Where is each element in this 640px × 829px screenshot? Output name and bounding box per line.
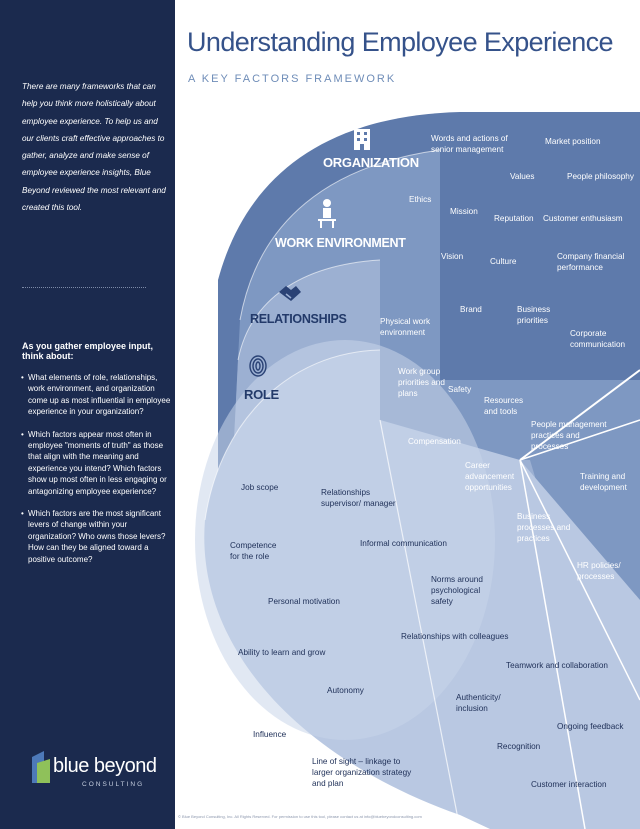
framework-diagram	[195, 112, 640, 829]
organization-factor: Reputation	[494, 214, 534, 223]
role-core	[195, 340, 495, 740]
desk-worker-icon	[318, 199, 336, 228]
organization-heading: ORGANIZATION	[323, 155, 419, 170]
question-item: Which factors are the most significant l…	[21, 508, 172, 565]
role-factor: Autonomy	[327, 686, 364, 695]
role-factor: Influence	[253, 730, 287, 739]
organization-factor: Mission	[450, 207, 478, 216]
organization-factor: Company financial performance	[557, 252, 625, 272]
work-environment-factor: HR policies/ processes	[577, 561, 621, 581]
page-subtitle: A KEY FACTORS FRAMEWORK	[188, 73, 397, 85]
organization-factor: Values	[510, 172, 535, 181]
role-factor: Job scope	[241, 483, 279, 492]
organization-factor: Ethics	[409, 195, 432, 204]
relationships-factor: Ongoing feedback	[557, 722, 624, 731]
page-title: Understanding Employee Experience	[187, 27, 614, 57]
organization-factor: Culture	[490, 257, 517, 266]
organization-factor: Vision	[441, 252, 464, 261]
work-environment-factor: Resources and tools	[484, 396, 524, 416]
organization-factor: People philosophy	[567, 172, 634, 181]
relationships-factor: Customer interaction	[531, 780, 607, 789]
logo-subtext: CONSULTING	[82, 781, 145, 788]
think-heading: As you gather employee input, think abou…	[22, 341, 154, 361]
relationships-factor: Relationships supervisor/ manager	[321, 488, 396, 508]
relationships-factor: Recognition	[497, 742, 541, 751]
question-list: What elements of role, relationships, wo…	[21, 372, 172, 576]
work-environment-factor: Business processes and practices	[517, 512, 571, 543]
logo-mark-icon	[32, 751, 50, 783]
work-environment-factor: Work group priorities and plans	[398, 367, 445, 398]
relationships-factor: Authenticity/ inclusion	[456, 693, 501, 713]
role-factor: Line of sight – linkage to larger organi…	[312, 757, 412, 788]
relationships-factor: Norms around psychological safety	[431, 575, 483, 606]
work-environment-heading: WORK ENVIRONMENT	[275, 236, 406, 250]
logo-text: blue beyond	[53, 755, 157, 777]
work-environment-factor: Safety	[448, 385, 472, 394]
relationships-factor: Teamwork and collaboration	[506, 661, 608, 670]
role-factor: Personal motivation	[268, 597, 340, 606]
work-environment-factor: Compensation	[408, 437, 461, 446]
logo: blue beyond CONSULTING	[30, 745, 170, 795]
organization-factor: Corporate communication	[570, 329, 626, 349]
building-icon	[354, 129, 370, 150]
organization-factor: Brand	[460, 305, 482, 314]
work-environment-factor: People management practices and processe…	[531, 420, 607, 451]
relationships-heading: RELATIONSHIPS	[250, 312, 347, 326]
relationships-factor: Relationships with colleagues	[401, 632, 509, 641]
work-environment-factor: Training and development	[580, 472, 627, 492]
divider	[22, 287, 146, 288]
organization-factor: Business priorities	[517, 305, 551, 325]
role-factor: Competence for the role	[230, 541, 277, 561]
work-environment-factor: Physical work environment	[380, 317, 431, 337]
question-item: Which factors appear most often in emplo…	[21, 429, 172, 497]
work-environment-factor: Career advancement opportunities	[465, 461, 515, 492]
fingerprint-icon	[249, 355, 267, 377]
question-item: What elements of role, relationships, wo…	[21, 372, 172, 418]
role-heading: ROLE	[244, 387, 279, 402]
sidebar: There are many frameworks that can help …	[0, 0, 175, 829]
handshake-icon	[279, 286, 301, 301]
organization-factor: Market position	[545, 137, 601, 146]
footer-copyright: © Blue Beyond Consulting, Inc. All Right…	[178, 814, 422, 819]
relationships-factor: Informal communication	[360, 539, 447, 548]
role-factor: Ability to learn and grow	[238, 648, 326, 657]
intro-text: There are many frameworks that can help …	[22, 82, 166, 213]
organization-factor: Words and actions of senior management	[431, 134, 508, 154]
organization-factor: Customer enthusiasm	[543, 214, 623, 223]
